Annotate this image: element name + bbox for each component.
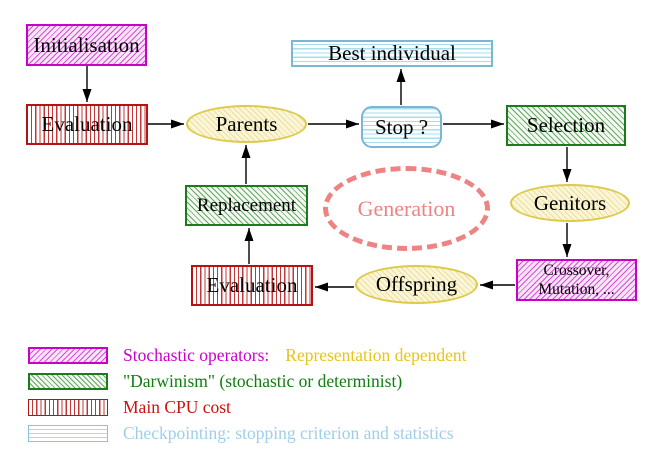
node-label: Offspring <box>375 272 458 297</box>
node-stop: Stop ? <box>361 106 442 148</box>
node-initialisation: Initialisation <box>26 24 147 66</box>
node-replacement: Replacement <box>185 185 308 226</box>
magenta-hatch-swatch <box>28 346 108 364</box>
node-label: Stop ? <box>374 114 429 139</box>
red-stripes-swatch <box>28 398 108 416</box>
node-evaluation-bottom: Evaluation <box>191 265 313 306</box>
node-label-line2: Mutation, ... <box>538 281 615 298</box>
node-label: Genitors <box>533 190 607 215</box>
legend-row-checkpointing: Checkpointing: stopping criterion and st… <box>0 422 662 443</box>
node-label: Parents <box>215 111 278 136</box>
node-label: Initialisation <box>33 32 140 57</box>
legend-label: Stochastic operators: <box>123 344 270 365</box>
node-offspring: Offspring <box>355 265 478 304</box>
legend-row-stochastic-operators: Stochastic operators: Representation depe… <box>0 344 662 365</box>
node-label: Selection <box>526 113 606 138</box>
node-genitors: Genitors <box>510 184 630 222</box>
node-label: Best individual <box>328 41 456 66</box>
node-crossover-mutation: Crossover, Mutation, ... <box>516 259 637 301</box>
legend-label-secondary: Representation dependent <box>285 344 467 365</box>
node-best-individual: Best individual <box>291 40 493 67</box>
legend-label: Main CPU cost <box>123 396 231 417</box>
node-label: Generation <box>357 195 456 221</box>
legend-label: "Darwinism" (stochastic or determinist) <box>123 370 403 391</box>
node-label: Evaluation <box>41 112 133 137</box>
node-label-line1: Crossover, <box>543 262 610 279</box>
node-evaluation-top: Evaluation <box>26 104 148 145</box>
legend-row-darwinism: "Darwinism" (stochastic or determinist) <box>0 370 662 391</box>
legend-row-cpu-cost: Main CPU cost <box>0 396 662 417</box>
node-label: Replacement <box>196 194 297 216</box>
node-generation: Generation <box>323 166 490 251</box>
node-selection: Selection <box>506 105 626 146</box>
node-parents: Parents <box>186 105 307 143</box>
node-label: Evaluation <box>206 273 298 298</box>
green-hatch-swatch <box>28 372 108 390</box>
legend-label: Checkpointing: stopping criterion and st… <box>123 422 454 443</box>
cyan-stripes-swatch <box>28 424 108 442</box>
